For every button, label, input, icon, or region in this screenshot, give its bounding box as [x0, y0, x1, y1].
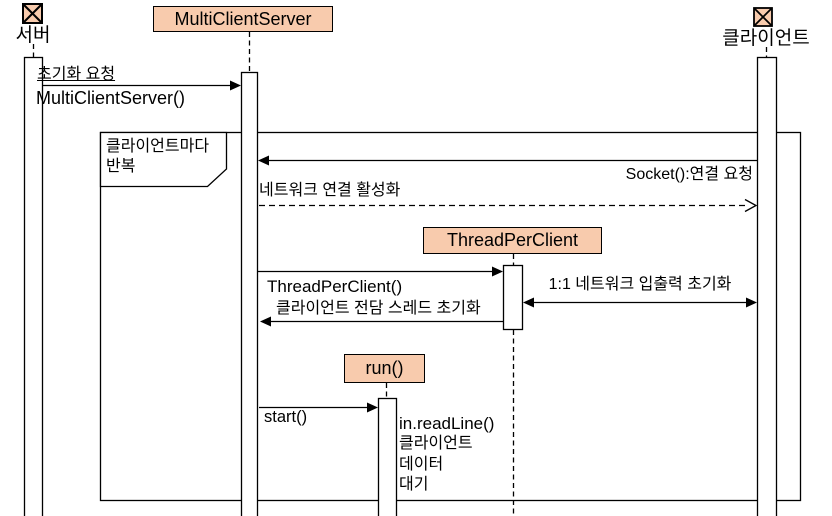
readline-label: in.readLine()	[399, 414, 495, 433]
client-activation-bar	[756, 56, 778, 516]
server-boxed-x-icon	[22, 3, 43, 24]
thread-init-return-label: 클라이언트 전담 스레드 초기화	[276, 300, 481, 317]
start-call-label: start()	[264, 408, 308, 426]
run-activation-bar	[377, 397, 398, 516]
io-init-double-arrow	[523, 297, 757, 308]
loop-frame	[99, 131, 802, 502]
loop-frame-label-line2: 반복	[106, 158, 136, 175]
server-activation-bar	[23, 56, 44, 516]
network-activate-label: 네트워크 연결 활성화	[259, 182, 401, 199]
io-init-label: 1:1 네트워크 입출력 초기화	[548, 276, 732, 293]
start-call-arrow	[259, 402, 378, 413]
client-boxed-x-icon	[753, 7, 773, 27]
network-activate-dashed-arrow	[259, 198, 758, 213]
init-request-label: 초기화 요청	[37, 66, 116, 83]
readline-note-line1: 클라이언트	[399, 435, 473, 452]
init-request-arrow	[43, 80, 241, 91]
socket-connect-arrow	[258, 155, 757, 166]
threadperclient-call-arrow	[258, 266, 503, 277]
run-object-box: run()	[344, 354, 425, 383]
threadperclient-activation-bar	[502, 264, 524, 331]
threadperclient-call-label: ThreadPerClient()	[267, 277, 403, 296]
init-request-sublabel: MultiClientServer()	[36, 88, 186, 108]
readline-note-line2: 데이터	[399, 456, 444, 473]
client-actor-label: 클라이언트	[722, 28, 810, 49]
multiclientserver-object-box: MultiClientServer	[153, 6, 333, 32]
loop-frame-label-line1: 클라이언트마다	[106, 138, 210, 155]
multiclientserver-activation-bar	[240, 71, 259, 516]
socket-connect-label: Socket():연결 요청	[625, 166, 753, 183]
threadperclient-object-box: ThreadPerClient	[423, 227, 602, 254]
loop-frame-label-pentagon	[99, 131, 228, 188]
server-actor-label: 서버	[15, 25, 51, 46]
thread-init-return-arrow	[260, 316, 503, 327]
readline-note-line3: 대기	[399, 476, 429, 493]
